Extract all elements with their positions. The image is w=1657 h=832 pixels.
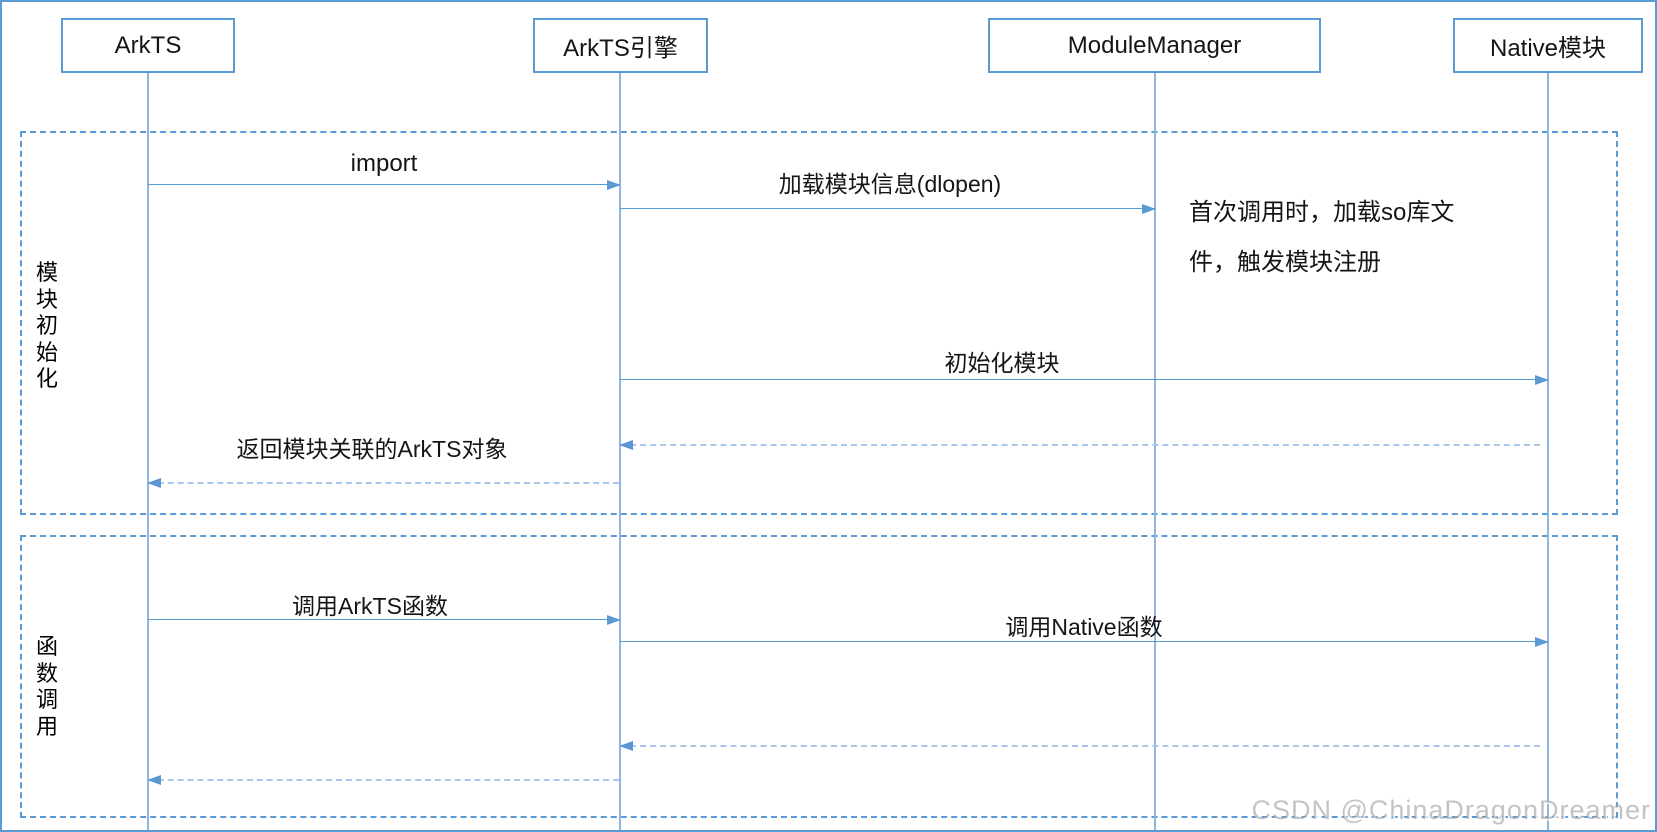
message-line xyxy=(148,184,620,185)
message-line xyxy=(148,779,619,781)
arrowhead-left-icon xyxy=(147,774,161,785)
actor-label-arkts-engine: ArkTS引擎 xyxy=(563,35,678,62)
message-label-load-module-info: 加载模块信息(dlopen) xyxy=(778,171,1002,197)
actor-box-arkts-engine: ArkTS引擎 xyxy=(533,18,708,73)
note-first-call: 首次调用时，加载so库文 件，触发模块注册 xyxy=(1189,188,1454,288)
actor-label-modulemanager: ModuleManager xyxy=(1067,31,1242,59)
lifeline-modulemanager xyxy=(1154,73,1156,830)
actor-label-native-module: Native模块 xyxy=(1489,35,1607,62)
note-line-2: 件，触发模块注册 xyxy=(1189,249,1381,276)
arrowhead-left-icon xyxy=(619,439,633,450)
message-line xyxy=(148,619,620,620)
lifeline-arkts xyxy=(147,73,149,830)
message-label-return-arkts-object: 返回模块关联的ArkTS对象 xyxy=(236,436,508,462)
csdn-watermark: CSDN @ChinaDragonDreamer xyxy=(1251,795,1651,825)
note-line-1: 首次调用时，加载so库文 xyxy=(1189,199,1455,226)
fragment-function-call: 函数调用 xyxy=(20,535,1618,818)
arrowhead-right-icon xyxy=(1535,636,1549,647)
arrowhead-right-icon xyxy=(1142,203,1156,214)
message-line xyxy=(620,745,1540,747)
message-line xyxy=(620,641,1548,642)
fragment-label-module-init: 模块初始化 xyxy=(35,260,58,391)
actor-box-arkts: ArkTS xyxy=(61,18,235,73)
arrowhead-right-icon xyxy=(607,179,621,190)
fragment-module-init: 模块初始化 xyxy=(20,131,1618,515)
message-label-init-module: 初始化模块 xyxy=(944,350,1060,376)
actor-box-modulemanager: ModuleManager xyxy=(988,18,1321,73)
fragment-label-function-call: 函数调用 xyxy=(35,634,58,739)
message-line xyxy=(620,379,1548,380)
message-label-import: import xyxy=(350,150,418,177)
message-line xyxy=(148,482,619,484)
actor-label-arkts: ArkTS xyxy=(114,31,182,59)
lifeline-arkts-engine xyxy=(619,73,621,830)
message-label-call-arkts-function: 调用ArkTS函数 xyxy=(292,593,448,619)
arrowhead-right-icon xyxy=(1535,374,1549,385)
actor-box-native-module: Native模块 xyxy=(1453,18,1643,73)
lifeline-native-module xyxy=(1547,73,1549,830)
arrowhead-left-icon xyxy=(147,477,161,488)
message-line xyxy=(620,208,1155,209)
message-label-call-native-function: 调用Native函数 xyxy=(1005,614,1163,640)
message-line xyxy=(620,444,1540,446)
arrowhead-right-icon xyxy=(607,614,621,625)
arrowhead-left-icon xyxy=(619,740,633,751)
